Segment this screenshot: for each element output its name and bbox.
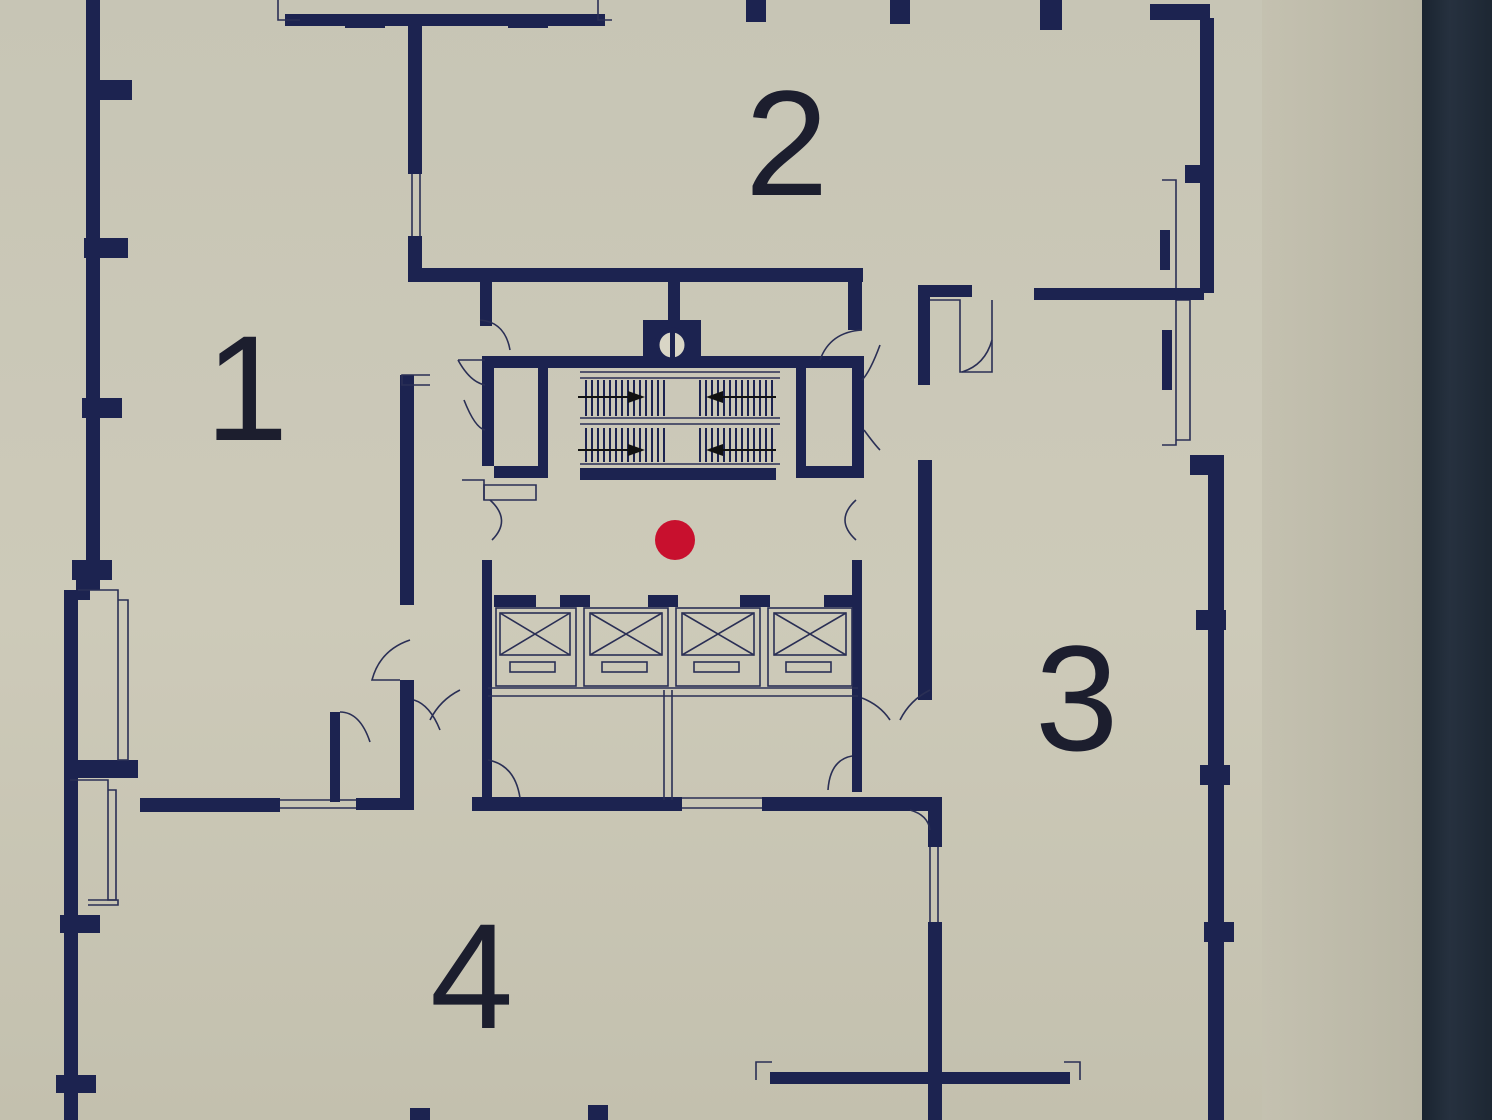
room-label-4: 4 xyxy=(430,892,513,1060)
door-swings xyxy=(339,319,993,831)
elevator-x-icon xyxy=(495,607,577,687)
elevator-x-icon xyxy=(583,607,669,687)
elevator-bank xyxy=(495,607,853,687)
sign-edge xyxy=(1262,0,1422,1120)
you-are-here-marker xyxy=(655,520,695,560)
room-label-1: 1 xyxy=(205,304,288,472)
staircase xyxy=(578,371,780,465)
elevator-x-icon xyxy=(675,607,761,687)
arrow-icon xyxy=(578,444,645,456)
elevator-x-icon xyxy=(767,607,853,687)
arrow-icon xyxy=(706,391,776,403)
sign-frame xyxy=(1422,0,1492,1120)
room-label-3: 3 xyxy=(1035,614,1118,782)
arrow-icon xyxy=(578,391,645,403)
room-label-2: 2 xyxy=(745,59,828,227)
arrow-icon xyxy=(706,444,776,456)
outer-walls xyxy=(56,0,1234,1120)
interior-walls xyxy=(140,14,1204,1120)
room-labels: 1 2 3 4 xyxy=(205,59,1118,1060)
